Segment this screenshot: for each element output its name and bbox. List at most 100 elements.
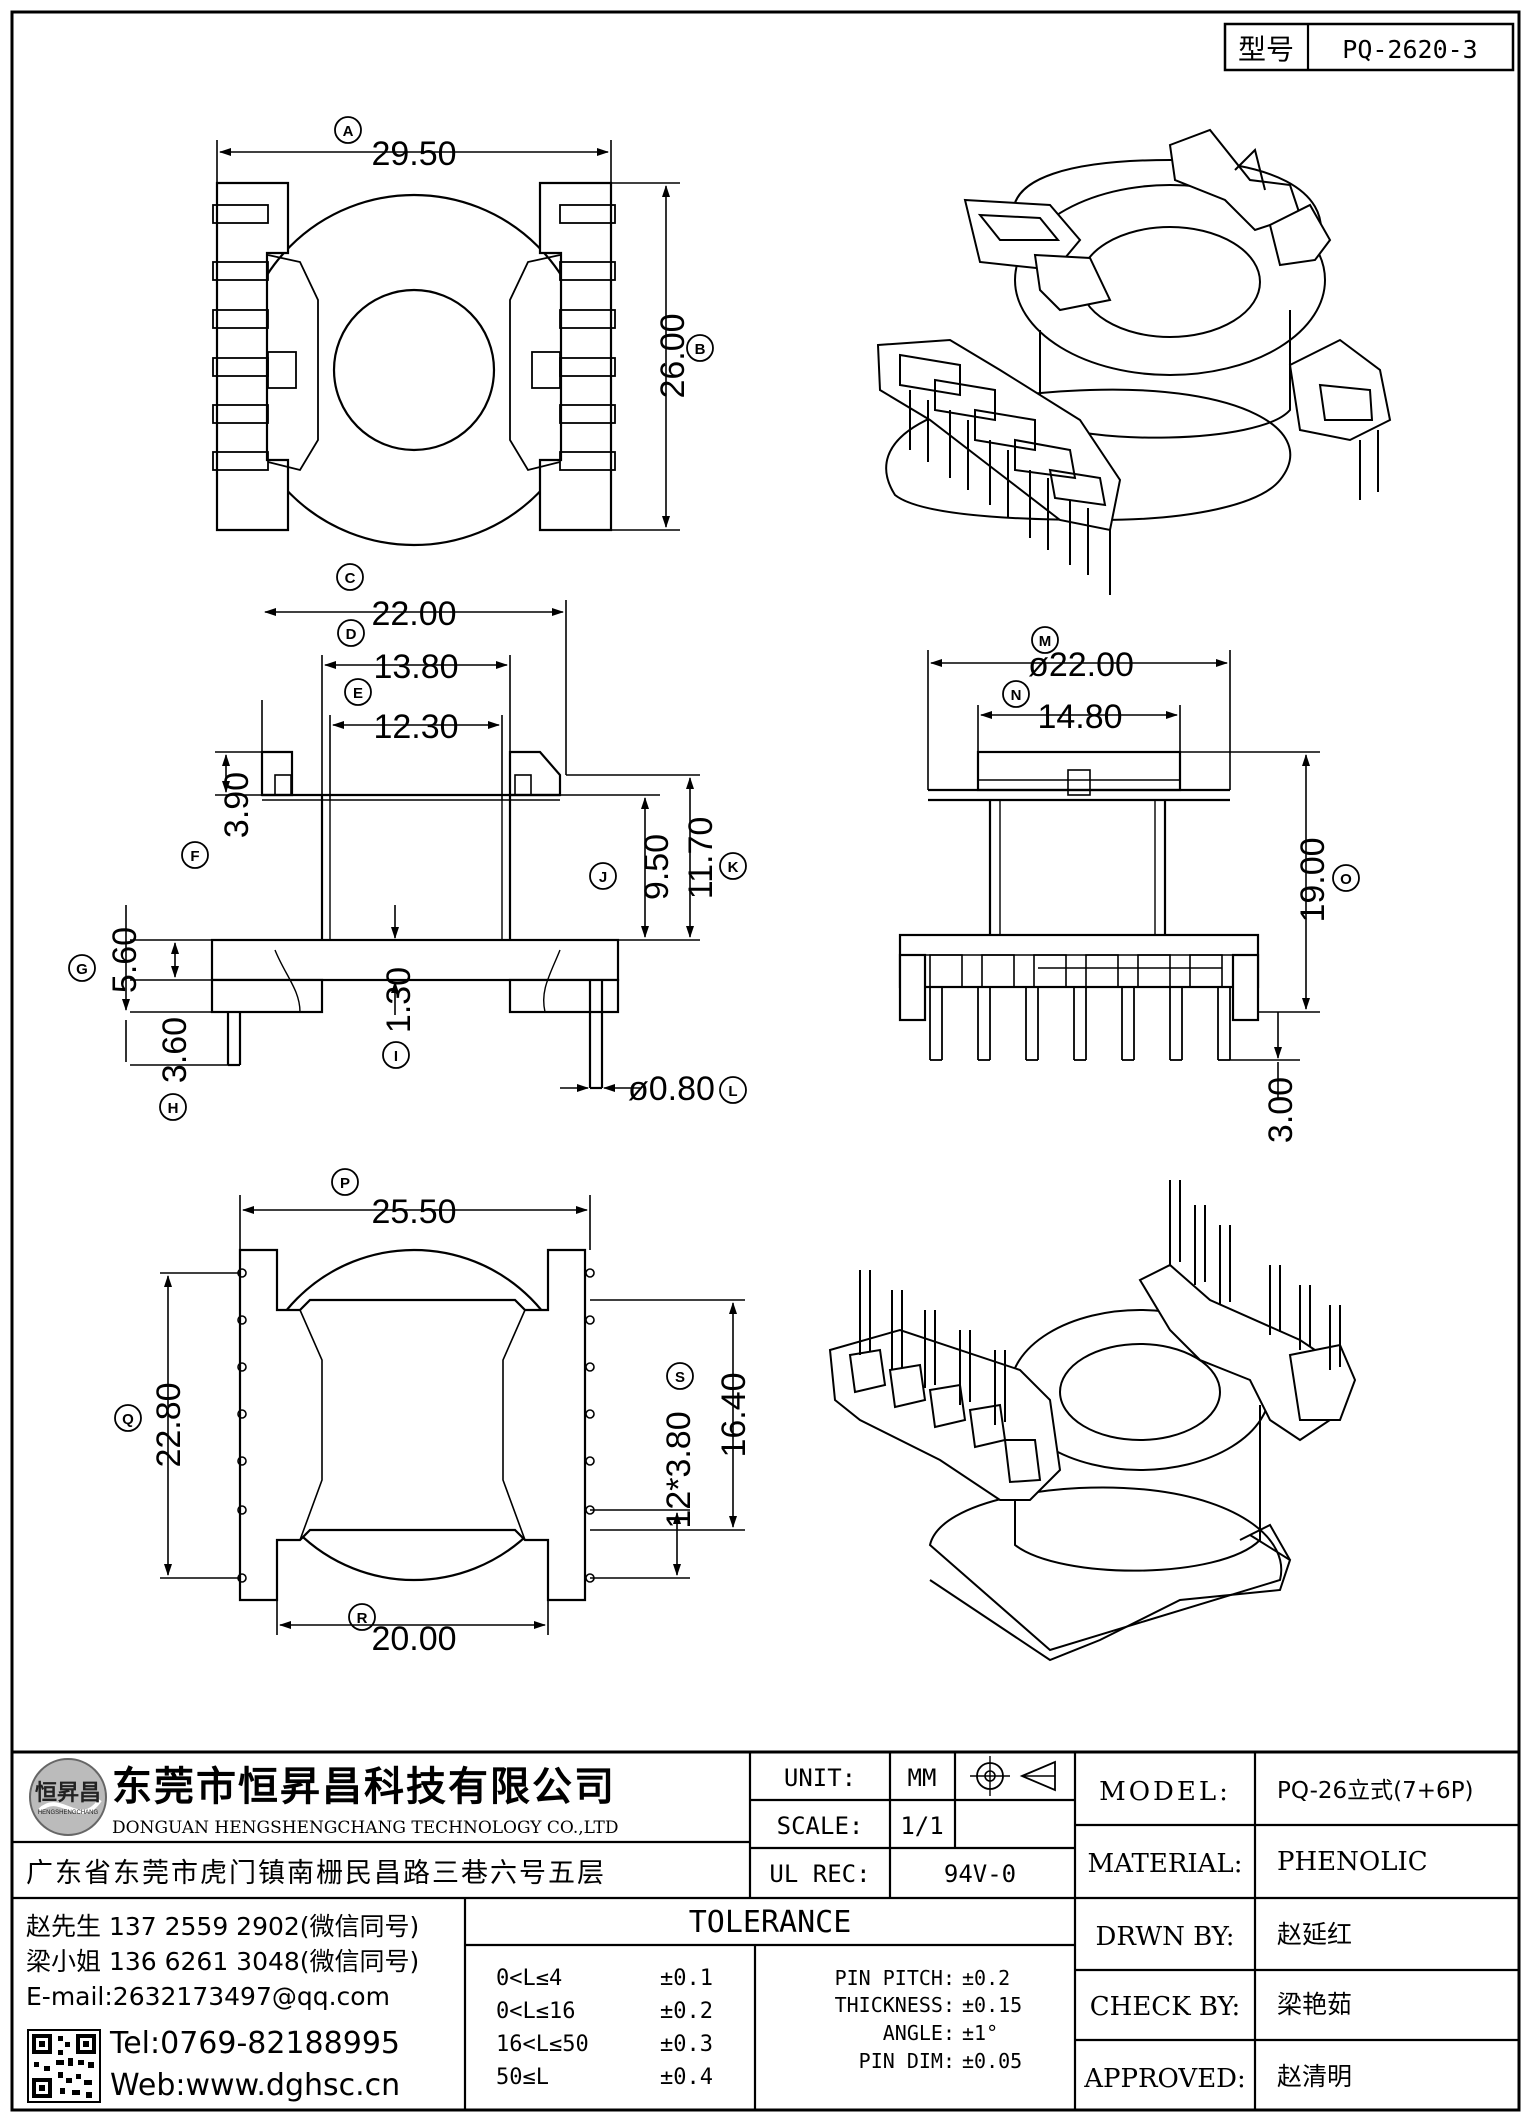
label-R: R	[357, 1610, 368, 1627]
tol-other-label-1: PIN PITCH:	[835, 1966, 955, 1990]
dim-I: 1.30	[380, 967, 418, 1033]
tol-other-label-4: PIN DIM:	[859, 2049, 955, 2073]
dim-A: 29.50	[371, 135, 456, 173]
label-M: M	[1039, 633, 1052, 650]
part-number-label: 型号	[1238, 33, 1294, 66]
dim-H: 3.60	[156, 1017, 194, 1083]
dim-label-circles	[68, 116, 1360, 1631]
tol-other-value-4: ±0.05	[962, 2049, 1022, 2073]
qr-code	[27, 2029, 101, 2103]
dim-M: ø22.00	[1028, 646, 1134, 684]
ulrec-value: 94V-0	[944, 1860, 1016, 1888]
model-value: PQ-26立式(7+6P)	[1277, 1778, 1474, 1804]
label-H: H	[168, 1100, 179, 1117]
tol-value-1: ±0.1	[660, 1966, 713, 1991]
unit-value: MM	[908, 1764, 937, 1792]
dim-J: 9.50	[638, 834, 676, 900]
drawn-by-label: DRWN BY:	[1096, 1922, 1235, 1952]
iso-view-2	[828, 1180, 1357, 1662]
tol-other-label-2: THICKNESS:	[835, 1993, 955, 2017]
tol-range-1: 0<L≤4	[496, 1966, 562, 1991]
model-label: MODEL:	[1099, 1777, 1231, 1807]
scale-label: SCALE:	[777, 1812, 864, 1840]
approved-value: 赵清明	[1277, 2062, 1352, 2091]
company-address: 广东省东莞市虎门镇南栅民昌路三巷六号五层	[26, 1858, 606, 1889]
label-D: D	[346, 626, 357, 643]
label-B: B	[695, 341, 706, 358]
dim-label-letters: A B C D E F G H I J K L M N O P Q R S	[76, 123, 1352, 1627]
dim-K: 11.70	[682, 817, 720, 900]
label-Q: Q	[122, 1411, 134, 1428]
dim-C: 22.00	[371, 595, 456, 633]
dim-L: ø0.80	[628, 1070, 715, 1108]
tol-other-label-3: ANGLE:	[883, 2021, 955, 2045]
dim-S2: 16.40	[715, 1372, 753, 1457]
dim-S: 12*3.80	[660, 1411, 698, 1528]
contact-line-1: 赵先生 137 2559 2902(微信同号)	[26, 1912, 419, 1941]
company-name: 东莞市恒昇昌科技有限公司	[112, 1764, 616, 1810]
label-F: F	[190, 848, 199, 865]
top-view	[212, 140, 680, 547]
tolerance-title: TOLERANCE	[689, 1905, 852, 1940]
front-view	[122, 600, 700, 1092]
material-label: MATERIAL:	[1088, 1849, 1243, 1879]
dim-N: 14.80	[1037, 698, 1122, 736]
check-by-label: CHECK BY:	[1090, 1992, 1241, 2022]
dim-D: 13.80	[373, 648, 458, 686]
dim-Q: 22.80	[150, 1382, 188, 1467]
unit-label: UNIT:	[784, 1764, 856, 1792]
contact-email: E-mail:2632173497@qq.com	[26, 1982, 390, 2011]
bottom-view	[160, 1195, 745, 1635]
tol-other-value-2: ±0.15	[962, 1993, 1022, 2017]
side-view	[898, 650, 1320, 1100]
part-number-value: PQ-2620-3	[1342, 35, 1477, 64]
company-name-en: DONGUAN HENGSHENGCHANG TECHNOLOGY CO.,LT…	[112, 1818, 619, 1838]
label-L: L	[728, 1083, 737, 1100]
company-logo: 恒昇昌 HENGSHENGCHANG	[29, 1758, 107, 1836]
dim-G: 5.60	[106, 927, 144, 993]
approved-label: APPROVED:	[1083, 2064, 1246, 2094]
ulrec-label: UL REC:	[769, 1860, 870, 1888]
tol-value-2: ±0.2	[660, 1999, 713, 2024]
dim-P: 25.50	[371, 1193, 456, 1231]
label-I: I	[394, 1048, 398, 1065]
logo-text: 恒昇昌	[35, 1780, 101, 1806]
tol-value-3: ±0.3	[660, 2032, 713, 2057]
label-N: N	[1011, 687, 1022, 704]
material-value: PHENOLIC	[1277, 1847, 1428, 1877]
dim-B: 26.00	[654, 313, 692, 398]
dim-O: 19.00	[1294, 837, 1332, 922]
tol-range-3: 16<L≤50	[496, 2032, 589, 2057]
tol-range-2: 0<L≤16	[496, 1999, 575, 2024]
part-number-box: 型号 PQ-2620-3	[1223, 22, 1515, 72]
contact-line-2: 梁小姐 136 6261 3048(微信同号)	[26, 1947, 419, 1976]
label-O: O	[1340, 871, 1352, 888]
tol-other-value-1: ±0.2	[962, 1966, 1010, 1990]
tol-other-value-3: ±1°	[962, 2021, 998, 2045]
contact-web: Web:www.dghsc.cn	[110, 2068, 400, 2103]
tol-value-4: ±0.4	[660, 2065, 713, 2090]
label-P: P	[340, 1175, 350, 1192]
dim-pin-length: 3.00	[1262, 1077, 1300, 1143]
sheet-border	[10, 10, 1521, 2112]
label-G: G	[76, 961, 88, 978]
dim-F: 3.90	[218, 772, 256, 838]
scale-value: 1/1	[900, 1812, 943, 1840]
drawn-by-value: 赵延红	[1277, 1920, 1352, 1949]
logo-subtext: HENGSHENGCHANG	[38, 1810, 99, 1816]
tol-range-4: 50≤L	[496, 2065, 549, 2090]
label-C: C	[345, 570, 356, 587]
label-A: A	[343, 123, 354, 140]
label-S: S	[675, 1369, 685, 1386]
label-K: K	[728, 859, 739, 876]
check-by-value: 梁艳茹	[1277, 1990, 1352, 2019]
dim-R: 20.00	[371, 1620, 456, 1658]
contact-tel: Tel:0769-82188995	[109, 2026, 400, 2061]
label-J: J	[599, 869, 607, 886]
dim-E: 12.30	[373, 708, 458, 746]
title-block	[12, 1750, 1519, 2110]
label-E: E	[353, 685, 363, 702]
iso-view-1	[876, 128, 1392, 595]
